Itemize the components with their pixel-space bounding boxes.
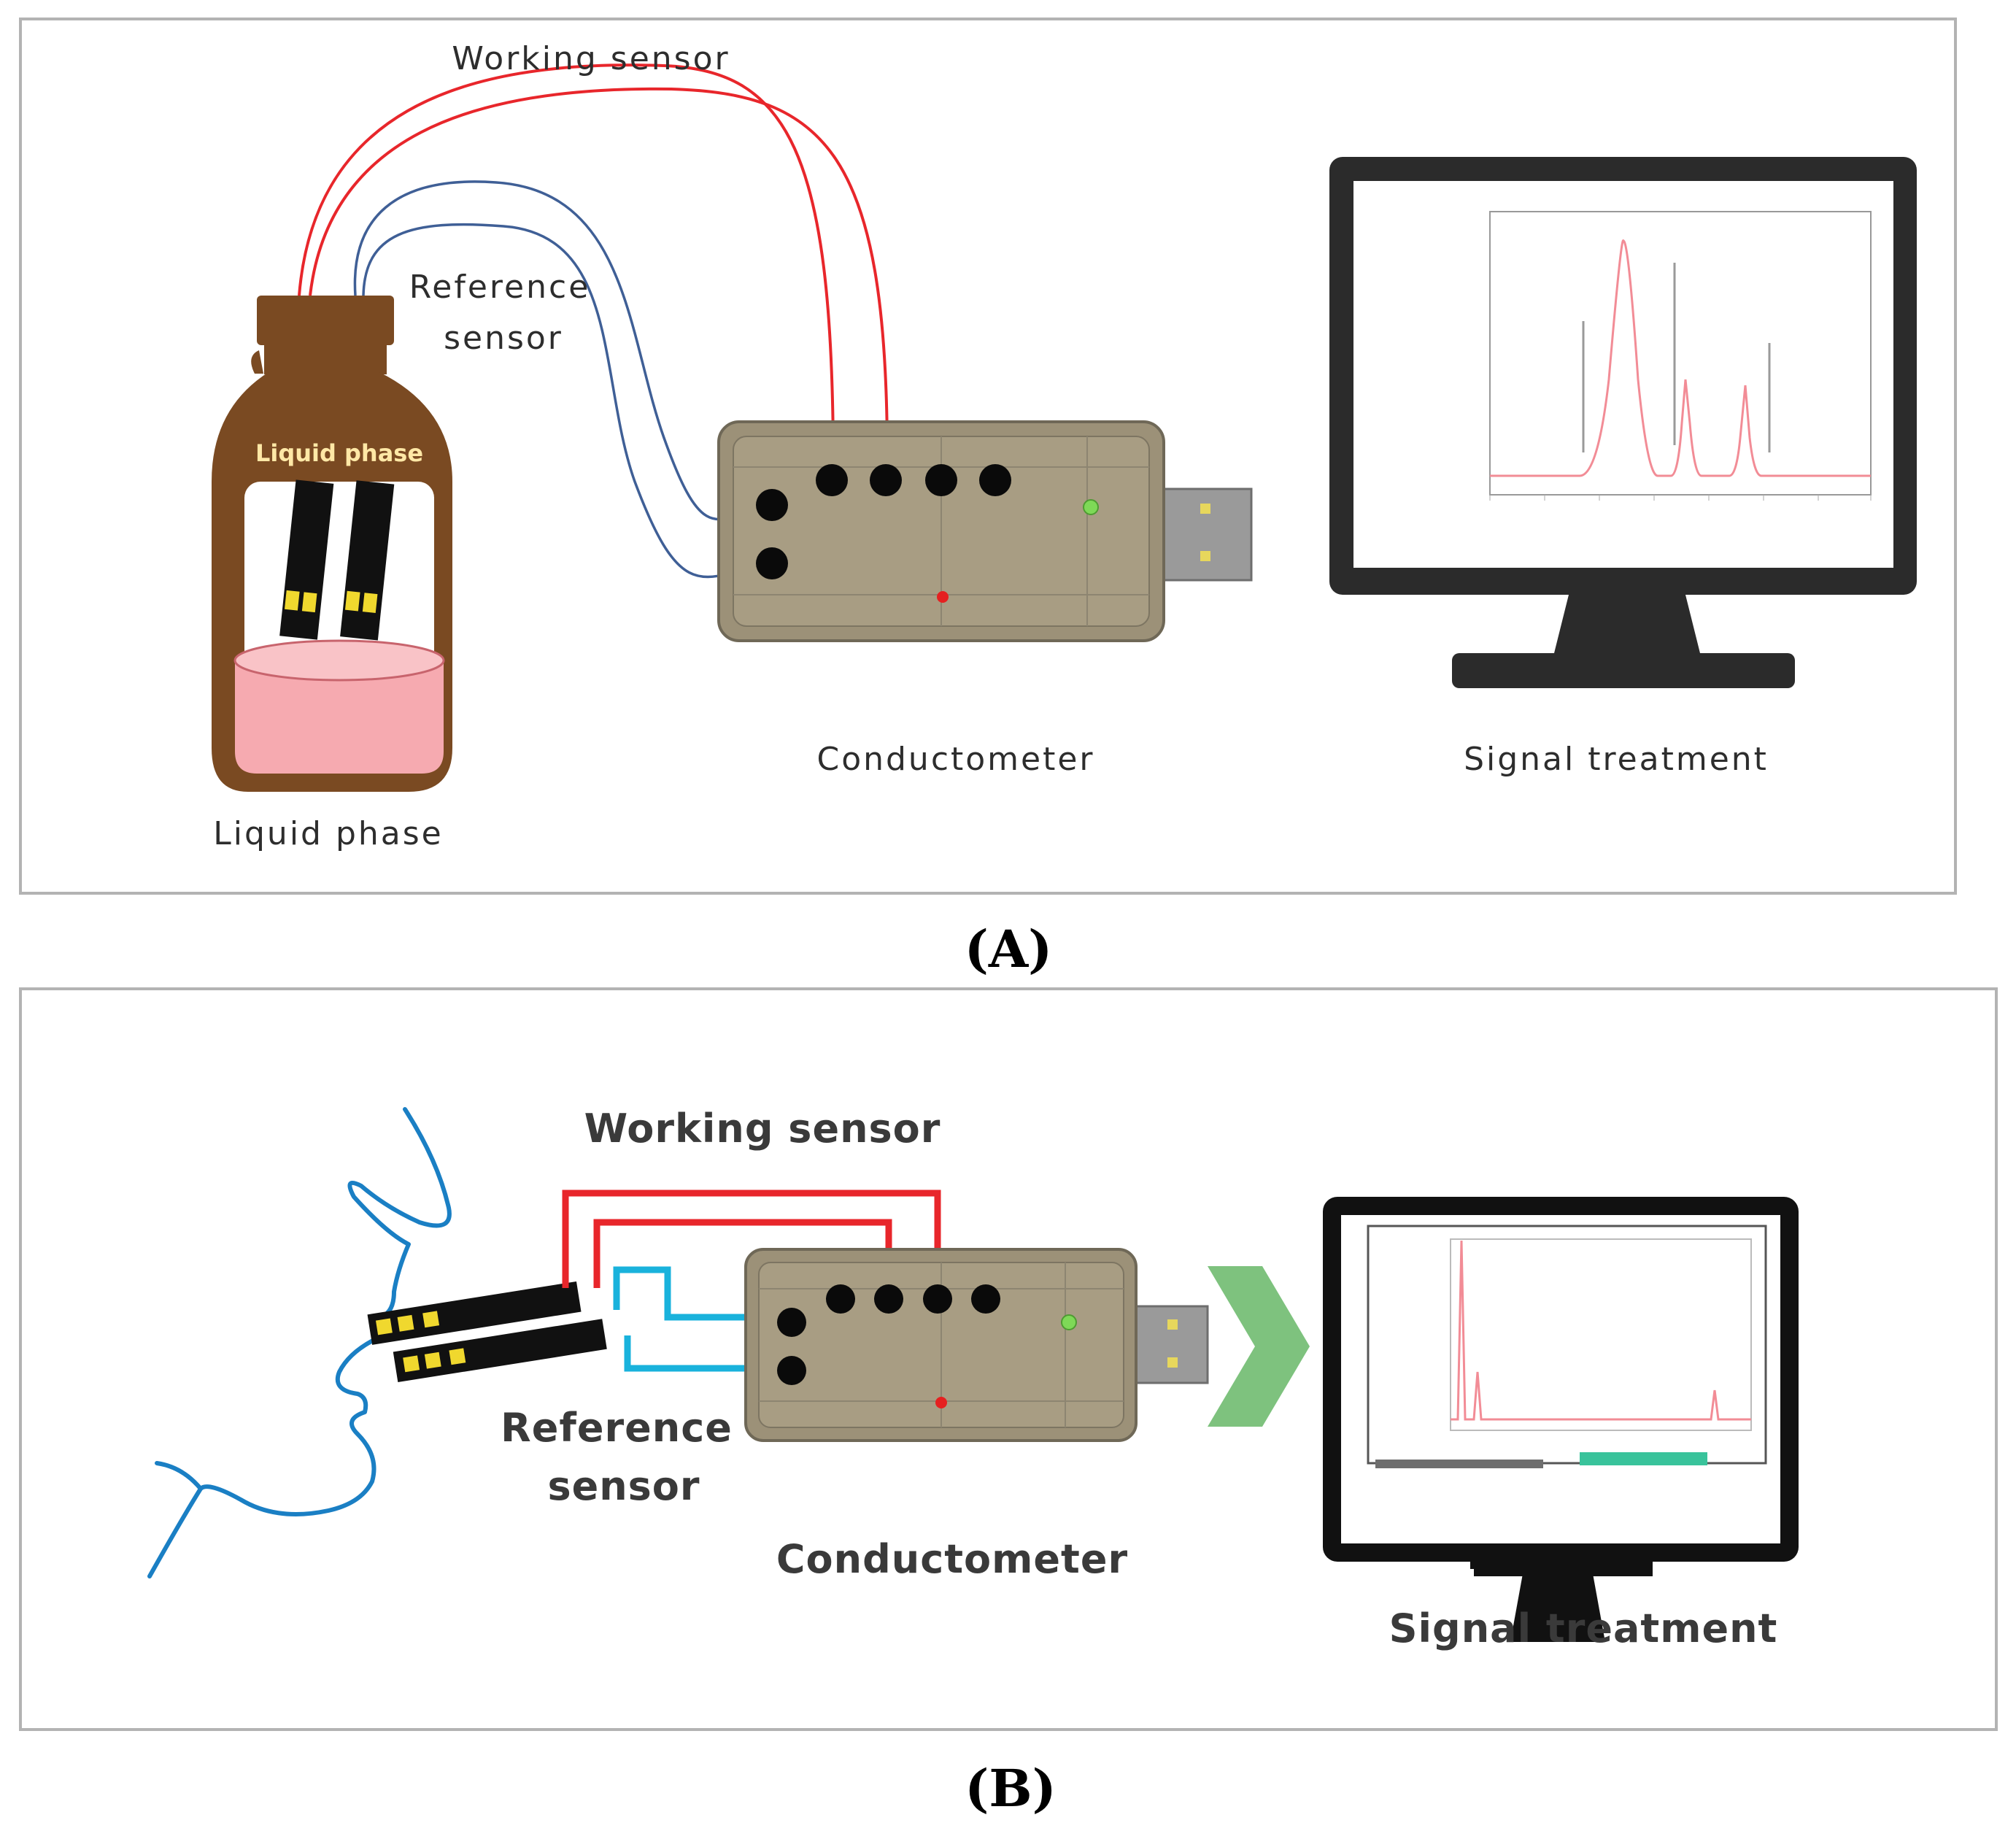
conductometer-b — [744, 1248, 1209, 1442]
progress-bar-b — [1580, 1452, 1707, 1465]
port-b-5 — [777, 1308, 806, 1337]
signal-treatment-label-b: Signal treatment — [1389, 1605, 1778, 1651]
port-a-1 — [816, 464, 848, 496]
panel-a: Liquid phase — [19, 18, 1957, 895]
port-b-1 — [826, 1284, 855, 1314]
reference-sensor-label-b-line2: sensor — [547, 1463, 700, 1509]
working-wires-a — [298, 63, 889, 453]
liquid-phase-label-a: Liquid phase — [213, 815, 443, 852]
led-red-a — [937, 591, 949, 603]
bottle-label: Liquid phase — [255, 439, 423, 467]
panel-b-caption: (B) — [965, 1758, 1056, 1819]
reference-strip-b — [393, 1319, 607, 1383]
working-sensor-label-a: Working sensor — [452, 40, 730, 77]
reference-wires-a — [353, 180, 763, 579]
monitor-b — [1323, 1197, 1799, 1642]
trace-b — [1451, 1240, 1751, 1421]
liquid-bottle: Liquid phase — [212, 296, 452, 792]
led-green-b — [1061, 1314, 1077, 1330]
port-b-2 — [874, 1284, 903, 1314]
conductometer-label-a: Conductometer — [816, 741, 1094, 778]
conductometer-a — [717, 420, 1253, 642]
led-green-a — [1083, 499, 1099, 515]
port-b-6 — [777, 1356, 806, 1385]
flow-arrow — [1208, 1266, 1310, 1427]
led-red-b — [935, 1397, 947, 1408]
face-profile — [147, 1107, 452, 1578]
panel-b: Working sensor Reference sensor Conducto… — [19, 987, 1998, 1731]
conductometer-label-b: Conductometer — [776, 1536, 1128, 1582]
reference-sensor-label-b-line1: Reference — [501, 1405, 733, 1451]
chart-a-axis-ticks — [1489, 495, 1872, 501]
working-strip-a — [279, 479, 334, 640]
port-a-4 — [979, 464, 1011, 496]
chart-a-peak-annotations — [1582, 263, 1771, 452]
reference-sensor-label-a-line2: sensor — [444, 320, 563, 357]
port-a-6 — [756, 547, 788, 579]
working-sensor-label-b: Working sensor — [584, 1106, 941, 1152]
progress-track-b — [1375, 1460, 1543, 1468]
port-b-3 — [923, 1284, 952, 1314]
reference-sensor-label-a-line1: Reference — [409, 269, 591, 306]
port-b-4 — [971, 1284, 1000, 1314]
port-a-3 — [925, 464, 957, 496]
port-a-2 — [870, 464, 902, 496]
reference-strip-a — [340, 480, 395, 641]
working-strip-b — [367, 1281, 582, 1345]
monitor-a — [1329, 157, 1917, 688]
port-a-5 — [756, 489, 788, 521]
panel-a-caption: (A) — [965, 919, 1053, 979]
reference-wires-b — [613, 1266, 777, 1372]
trace-a — [1490, 239, 1871, 477]
signal-treatment-label-a: Signal treatment — [1464, 741, 1769, 778]
